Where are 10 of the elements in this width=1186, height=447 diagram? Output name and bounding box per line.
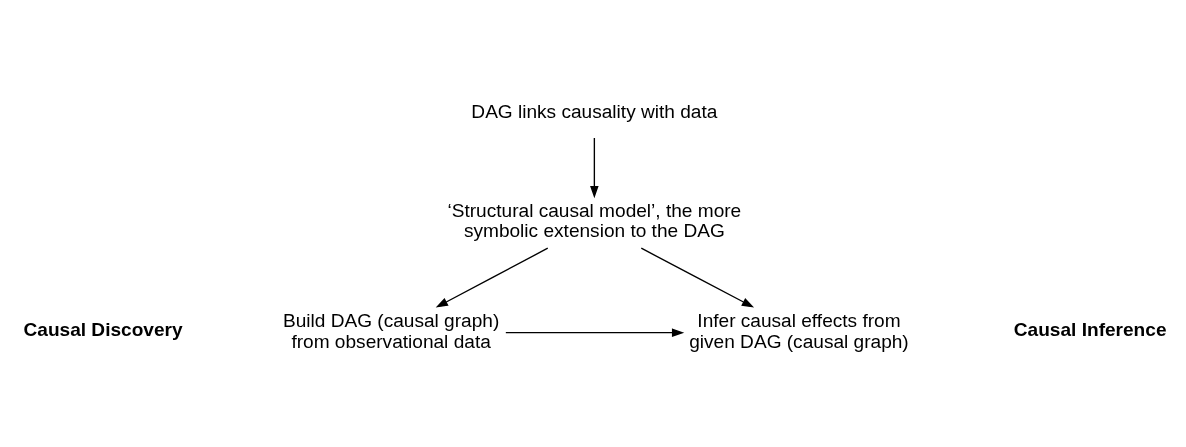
arrow: [590, 137, 599, 199]
arrow: [435, 247, 549, 308]
node-text: Build DAG (causal graph) from observational data: [282, 310, 500, 352]
label: Causal Discovery: [23, 319, 183, 341]
arrow: [640, 247, 755, 308]
arrow: [505, 328, 685, 337]
node-text: Infer causal effects from given DAG (causal graph): [689, 310, 909, 352]
label: Causal Inference: [1013, 319, 1167, 341]
node-text: ‘Structural causal model’, the more symbolic extension to the DAG: [447, 199, 742, 242]
node-text: DAG links causality with data: [471, 101, 718, 123]
